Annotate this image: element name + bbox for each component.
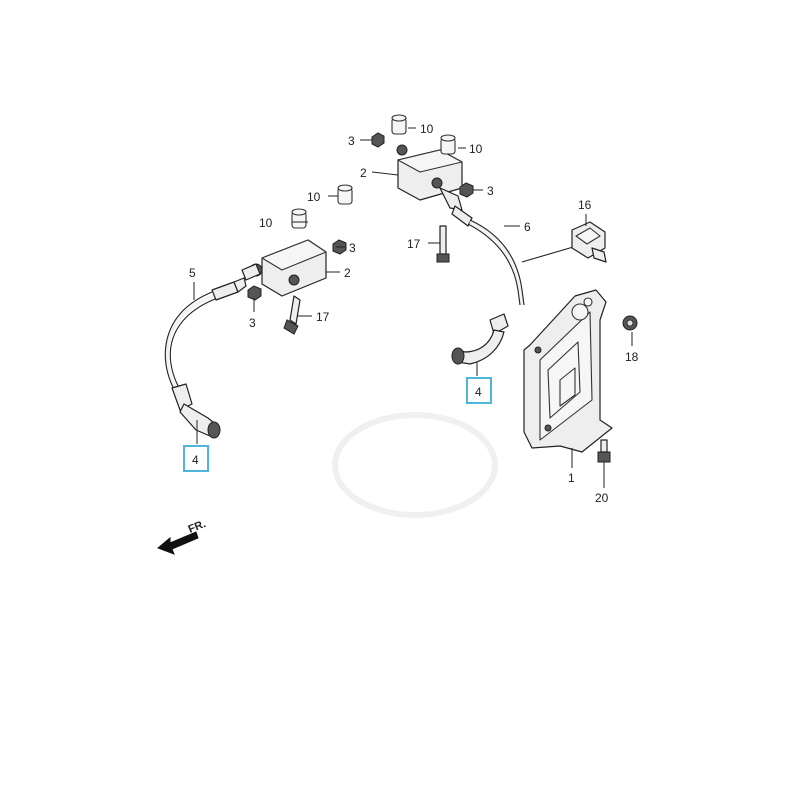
bolt-left (283, 295, 301, 335)
ignition-coil-right (396, 144, 463, 211)
collar-left-a (291, 208, 307, 229)
nut-right-b (459, 182, 474, 198)
highlight-plug-cap-left[interactable]: 4 (183, 445, 209, 472)
grommet (622, 315, 638, 331)
front-direction-indicator: FR. (157, 518, 208, 555)
callout-collar-right-a: 10 (420, 122, 434, 136)
callout-bolt-right: 17 (407, 237, 421, 251)
highlight-box-left (183, 445, 209, 472)
callout-collar-right-b: 10 (469, 142, 483, 156)
plug-cap-right (451, 313, 509, 365)
callout-nut-right-a: 3 (348, 134, 355, 148)
callout-plug-cap-left: 4 (192, 453, 199, 467)
leader-lines (193, 127, 633, 488)
callout-collar-left-a: 10 (259, 216, 273, 230)
callout-ignition-coil-left: 2 (344, 266, 351, 280)
ignition-coil-left (241, 239, 327, 297)
callout-nut-left-b: 3 (249, 316, 256, 330)
highlight-box-right (466, 377, 492, 404)
callout-nut-left-a: 3 (349, 241, 356, 255)
nut-left-b (247, 285, 262, 301)
callout-grommet: 18 (625, 350, 639, 364)
collar-right-a (391, 114, 407, 135)
collar-right-b (440, 134, 456, 155)
collar-left-b (337, 184, 353, 205)
callout-clamp: 16 (578, 198, 592, 212)
bracket (523, 289, 613, 453)
background-watermark (332, 412, 498, 518)
callout-hv-cable-right: 6 (524, 220, 531, 234)
callout-plug-cap-right: 4 (475, 385, 482, 399)
callout-labels: 10 10 3 2 3 17 6 16 18 20 1 10 10 3 2 3 … (189, 122, 639, 505)
plug-cap-left (171, 383, 221, 439)
bracket-bolt (597, 439, 611, 463)
callout-bracket: 1 (568, 471, 575, 485)
callout-bolt-left: 17 (316, 310, 330, 324)
front-arrow-icon (157, 531, 199, 555)
highlight-plug-cap-right[interactable]: 4 (466, 377, 492, 404)
nut-right-a (371, 132, 385, 148)
front-label: FR. (187, 518, 208, 536)
callout-collar-left-b: 10 (307, 190, 321, 204)
hv-cable-right (451, 205, 581, 306)
callout-hv-cable-left: 5 (189, 266, 196, 280)
clamp (571, 221, 607, 263)
hv-cable-left (164, 277, 247, 397)
callout-nut-right-b: 3 (487, 184, 494, 198)
callout-bracket-bolt: 20 (595, 491, 609, 505)
callout-ignition-coil-right: 2 (360, 166, 367, 180)
bolt-right (436, 225, 450, 263)
